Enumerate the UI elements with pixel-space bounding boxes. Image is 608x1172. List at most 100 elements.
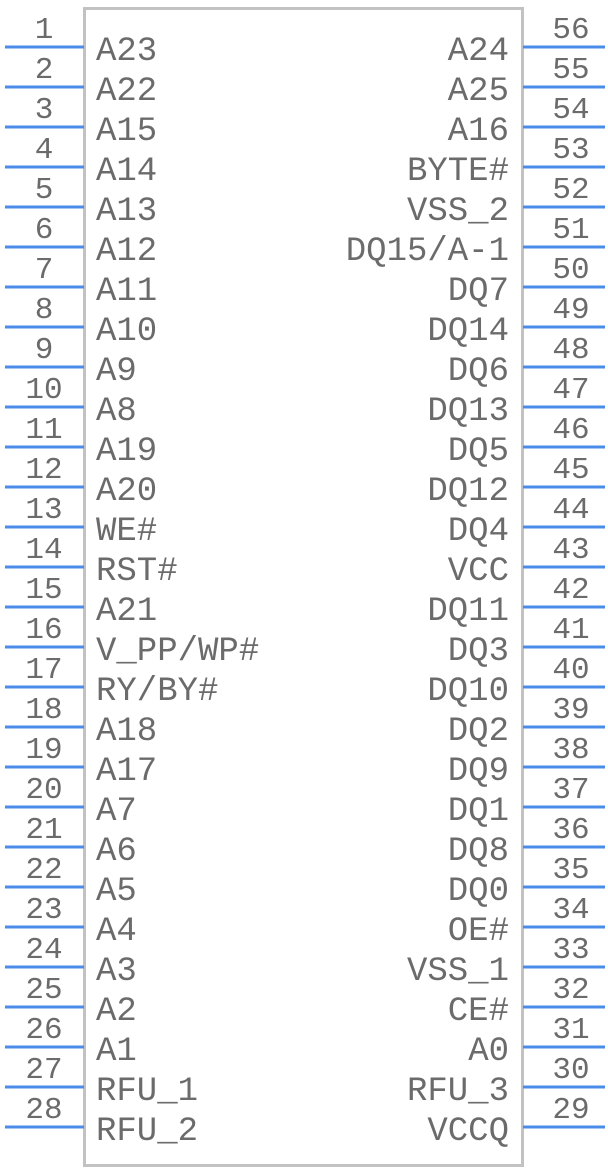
pin-number: 51 xyxy=(552,213,589,248)
pin-number: 38 xyxy=(552,733,589,768)
pin-name: VSS_2 xyxy=(407,193,509,231)
pin-number: 5 xyxy=(35,173,54,208)
pin-number: 17 xyxy=(25,653,62,688)
pin-name: DQ11 xyxy=(427,593,509,631)
pin-number: 21 xyxy=(25,813,62,848)
pin-name: A16 xyxy=(448,113,509,151)
pin-number: 37 xyxy=(552,773,589,808)
pin-name: A23 xyxy=(96,33,157,71)
pin-name: VSS_1 xyxy=(407,953,509,991)
pin-number: 15 xyxy=(25,573,62,608)
pin-number: 24 xyxy=(25,933,62,968)
pin-name: DQ12 xyxy=(427,473,509,511)
pin-number: 19 xyxy=(25,733,62,768)
pin-name: A2 xyxy=(96,993,137,1031)
pin-number: 39 xyxy=(552,693,589,728)
pin-name: RFU_1 xyxy=(96,1073,198,1111)
pin-number: 22 xyxy=(25,853,62,888)
pin-name: DQ10 xyxy=(427,673,509,711)
pin-number: 47 xyxy=(552,373,589,408)
pin-number: 8 xyxy=(35,293,54,328)
pin-number: 11 xyxy=(25,413,62,448)
pin-name: DQ5 xyxy=(448,433,509,471)
pin-number: 36 xyxy=(552,813,589,848)
pin-name: A4 xyxy=(96,913,137,951)
component-body xyxy=(83,7,524,1167)
pin-name: OE# xyxy=(448,913,509,951)
pin-name: A22 xyxy=(96,73,157,111)
pin-number: 44 xyxy=(552,493,589,528)
pin-name: VCCQ xyxy=(427,1113,509,1151)
pin-number: 29 xyxy=(552,1093,589,1128)
pin-9[interactable]: 9A9 xyxy=(5,333,137,391)
pin-name: DQ7 xyxy=(448,273,509,311)
pin-number: 10 xyxy=(25,373,62,408)
pin-number: 53 xyxy=(552,133,589,168)
pin-name: RFU_2 xyxy=(96,1113,198,1151)
pin-name: A8 xyxy=(96,393,137,431)
pin-name: A0 xyxy=(468,1033,509,1071)
pin-number: 30 xyxy=(552,1053,589,1088)
pin-name: A9 xyxy=(96,353,137,391)
pin-name: WE# xyxy=(96,513,157,551)
pin-number: 48 xyxy=(552,333,589,368)
pin-16[interactable]: 16V_PP/WP# xyxy=(5,613,259,671)
pin-name: V_PP/WP# xyxy=(96,633,259,671)
